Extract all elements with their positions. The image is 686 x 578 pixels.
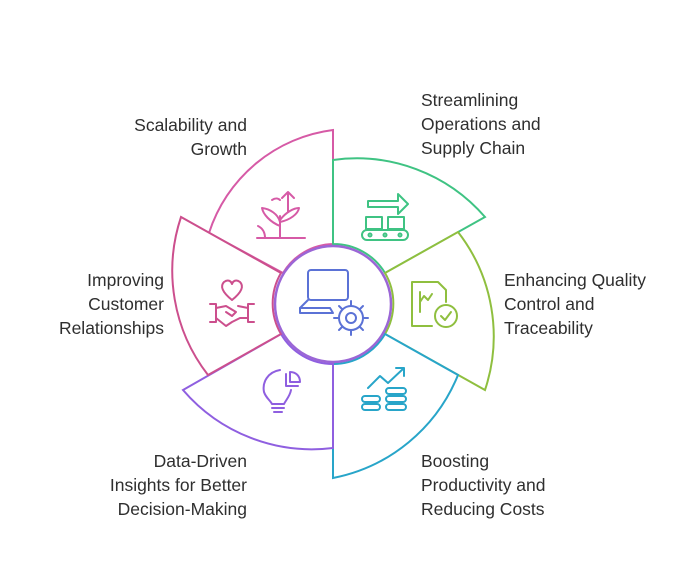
hub-circle [273,244,393,364]
laptop-gear-icon [299,269,369,336]
segment-streamlining [332,157,487,275]
label-line: Control and [504,294,595,314]
label-line: Relationships [58,318,164,338]
label-line: Scalability and [134,115,247,135]
growing-plant-icon [256,191,306,239]
segment-quality [383,230,495,392]
label-line: Insights for Better [109,475,247,495]
handshake-heart-icon [209,279,255,327]
label-quality: Enhancing Quality Control and Traceabili… [504,268,646,340]
coins-growth-icon [361,367,407,411]
label-line: Decision-Making [117,499,247,519]
label-line: Improving [87,270,164,290]
label-line: Customer [88,294,164,314]
label-line: Data-Driven [153,451,247,471]
segment-insights [181,332,334,451]
label-line: Reducing Costs [421,499,545,519]
label-productivity: Boosting Productivity and Reducing Costs [421,449,546,521]
lightbulb-chart-icon [262,369,301,413]
document-check-icon [411,281,458,328]
label-customer: Improving Customer Relationships [59,268,164,340]
label-line: Productivity and [421,475,546,495]
label-line: Traceability [504,318,593,338]
segment-productivity [332,332,460,480]
label-insights: Data-Driven Insights for Better Decision… [110,449,247,521]
label-line: Enhancing Quality [504,270,647,290]
label-streamlining: Streamlining Operations and Supply Chain [421,88,541,160]
label-line: Growth [190,139,247,159]
label-line: Boosting [421,451,490,471]
label-line: Streamlining [421,90,519,110]
label-line: Supply Chain [421,138,526,158]
conveyor-belt-icon [361,193,409,241]
label-scalability: Scalability and Growth [134,113,247,161]
label-line: Operations and [421,114,541,134]
